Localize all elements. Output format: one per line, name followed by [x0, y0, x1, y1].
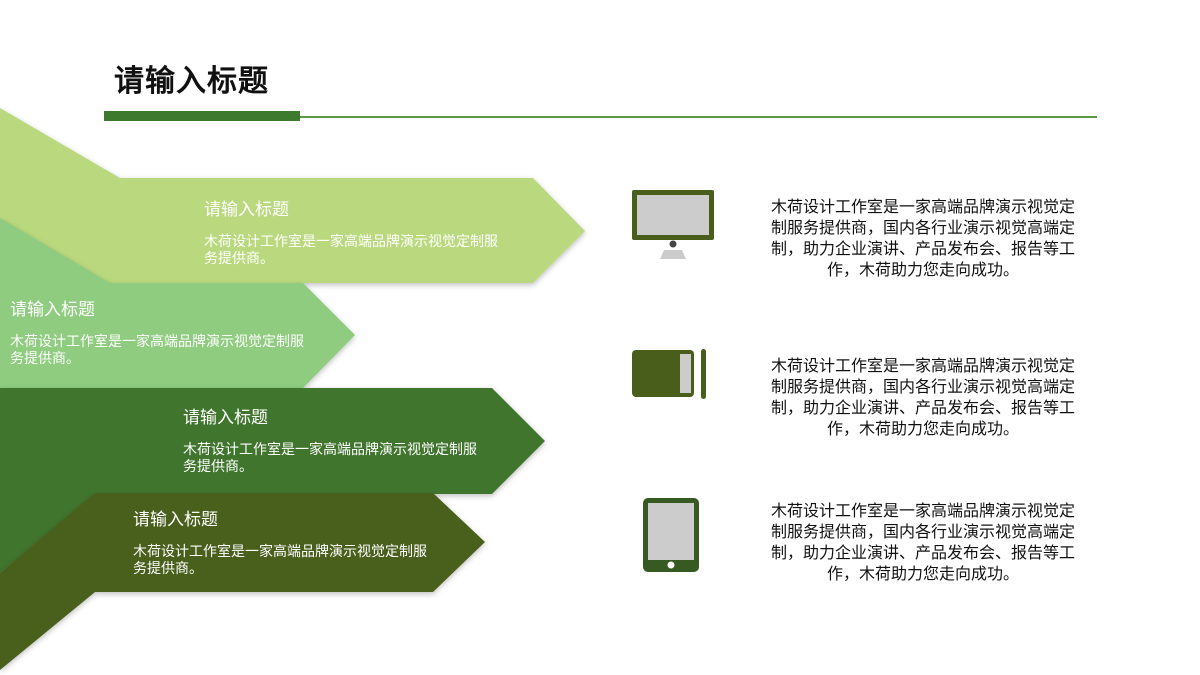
arrow-3-title: 请输入标题	[183, 408, 268, 428]
title-underline-accent	[104, 111, 300, 121]
arrow-4-content: 请输入标题 木荷设计工作室是一家高端品牌演示视觉定制服务提供商。	[133, 505, 433, 578]
feature-2-text: 木荷设计工作室是一家高端品牌演示视觉定制服务提供商，国内各行业演示视觉高端定制，…	[770, 356, 1075, 438]
arrow-1-content: 请输入标题 木荷设计工作室是一家高端品牌演示视觉定制服务提供商。	[204, 195, 504, 268]
arrow-1-desc: 木荷设计工作室是一家高端品牌演示视觉定制服务提供商。	[204, 234, 498, 267]
arrow-2-shape	[0, 218, 355, 388]
arrow-2-title: 请输入标题	[10, 300, 95, 320]
arrow-4-shape	[0, 493, 485, 670]
arrow-3-desc: 木荷设计工作室是一家高端品牌演示视觉定制服务提供商。	[183, 442, 477, 475]
title-underline-rule	[300, 116, 1097, 118]
tablet-icon	[643, 498, 699, 572]
arrow-3-content: 请输入标题 木荷设计工作室是一家高端品牌演示视觉定制服务提供商。	[183, 403, 483, 476]
feature-3-text: 木荷设计工作室是一家高端品牌演示视觉定制服务提供商，国内各行业演示视觉高端定制，…	[770, 501, 1075, 583]
feature-1-text: 木荷设计工作室是一家高端品牌演示视觉定制服务提供商，国内各行业演示视觉高端定制，…	[770, 197, 1075, 279]
monitor-icon	[632, 190, 714, 259]
arrow-4-desc: 木荷设计工作室是一家高端品牌演示视觉定制服务提供商。	[133, 544, 427, 577]
arrow-1-title: 请输入标题	[204, 200, 289, 220]
arrow-2-desc: 木荷设计工作室是一家高端品牌演示视觉定制服务提供商。	[10, 334, 304, 367]
arrow-2-content: 请输入标题 木荷设计工作室是一家高端品牌演示视觉定制服务提供商。	[10, 295, 310, 368]
arrow-4-title: 请输入标题	[133, 510, 218, 530]
arrow-3-shape	[0, 388, 545, 573]
page-title: 请输入标题	[114, 64, 269, 99]
drawing-tablet-icon	[632, 349, 706, 399]
arrow-1-shape	[0, 108, 585, 283]
